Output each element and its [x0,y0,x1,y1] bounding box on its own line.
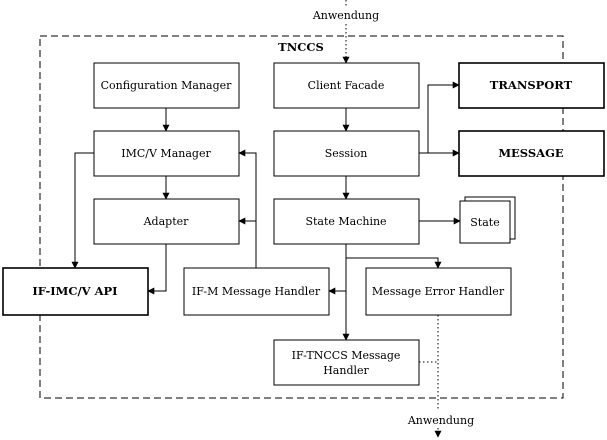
arrow-session-to-transport [419,81,460,154]
transport-label: TRANSPORT [490,78,573,92]
state-label: State [470,216,499,229]
ifm-message-handler-label: IF-M Message Handler [192,285,321,298]
tnccs-container [39,35,564,399]
bottom-application-label: Anwendung [407,414,474,427]
arrow-imcv-to-api [71,152,94,269]
adapter-label: Adapter [143,215,190,228]
top-application-label: Anwendung [312,9,379,22]
if-imcv-api-label: IF-IMC/V API [32,284,117,298]
adapter-box [93,198,240,245]
state-box [459,200,511,244]
message-error-handler-box [365,267,512,316]
if-tnccs-message-handler-label-2: Handler [323,364,369,377]
message-box [458,130,605,177]
message-error-handler-label: Message Error Handler [372,285,505,298]
ifm-message-handler-box [183,267,330,316]
if-tnccs-message-handler-label-1: IF-TNCCS Message [292,349,401,362]
arrow-statemachine-to-error [346,257,442,269]
client-facade-box [273,62,420,109]
configuration-manager-box [93,62,240,109]
message-label: MESSAGE [498,146,564,160]
imcv-manager-label: IMC/V Manager [121,147,211,160]
arrow-adapter-to-api [147,244,167,295]
state-machine-label: State Machine [305,215,386,228]
if-tnccs-message-handler-box [273,339,420,386]
client-facade-label: Client Facade [308,79,385,92]
arrow-ifm-to-imcv [238,149,257,268]
session-label: Session [325,147,368,160]
container-title: TNCCS [278,40,324,54]
if-imcv-api-box [2,267,149,316]
configuration-manager-label: Configuration Manager [101,79,233,92]
